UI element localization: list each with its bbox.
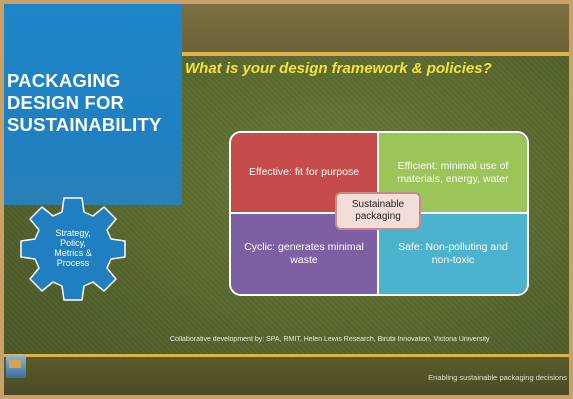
top-divider [4,52,569,56]
gear-label: Strategy, Policy, Metrics & Process [54,228,92,268]
quadrant-effective-label: Effective: fit for purpose [248,166,360,178]
bottom-divider [4,354,569,357]
question-heading: What is your design framework & policies… [185,60,492,77]
logo-mark-icon [9,360,21,368]
quadrant-cyclic-label: Cyclic: generates minimal waste [244,241,364,266]
tagline-text: Enabling sustainable packaging decisions [428,373,567,382]
title-panel [4,4,182,205]
bottom-band [4,357,569,395]
quadrant-efficient-label: Efficient: minimal use of materials, ene… [397,159,509,185]
center-label: Sustainable packaging [335,192,421,230]
quadrant-safe-label: Safe: Non-polluting and non-toxic [398,241,508,266]
collaborators-text: Collaborative development by: SPA, RMIT,… [170,336,490,343]
slide-title: PACKAGING DESIGN FOR SUSTAINABILITY [7,70,162,135]
quadrant-safe: Safe: Non-polluting and non-toxic [379,214,527,294]
gear-icon [20,197,126,301]
